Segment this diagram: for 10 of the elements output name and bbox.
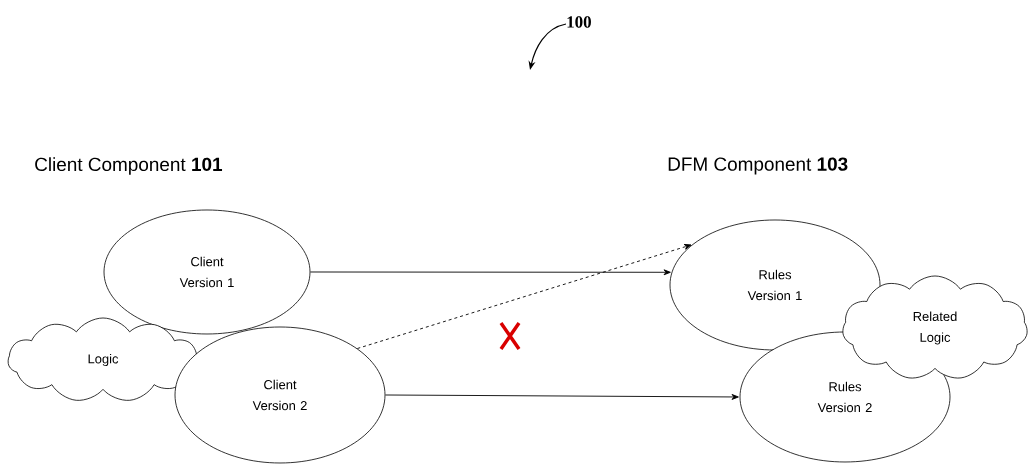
logic-cloud: Logic [7,317,199,401]
node-label: Client Version 2 [252,379,307,411]
dashed-arrow [356,244,692,349]
logic-cloud: Related Logic [842,275,1028,379]
component-heading: DFM Component 103 [668,157,848,175]
component-heading: Client Component 101 [35,157,223,175]
node-label: Rules Version 2 [817,381,872,413]
reference-numeral: 100 [567,16,591,28]
arrow [384,394,739,400]
arrow [309,269,671,276]
